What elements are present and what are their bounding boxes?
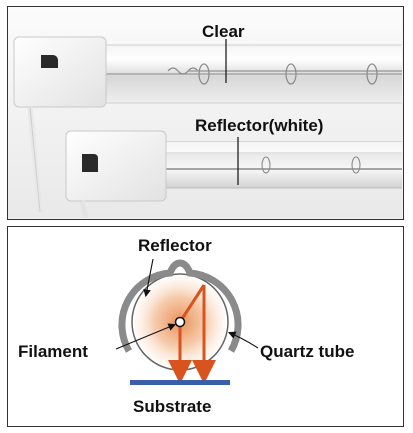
filament-label: Filament [18,342,88,361]
clear-lamp [13,36,402,213]
reflector-shape [118,259,242,353]
substrate-label: Substrate [133,397,211,416]
lamp-photo-panel: Clear Reflector(white) [7,6,404,220]
quartz-tube-label: Quartz tube [260,342,354,361]
quartz-tube-pointer [227,331,259,349]
reflector-white-label: Reflector(white) [195,116,323,135]
filament-pointer [115,323,177,350]
cross-section-panel: Reflector Filament Quartz tube Substrate [7,226,404,427]
lamp-photo: Clear Reflector(white) [8,7,402,218]
filament-shape [174,316,186,328]
cross-section-diagram: Reflector Filament Quartz tube Substrate [18,236,354,416]
clear-label: Clear [202,22,245,41]
reflector-white-lamp [65,130,402,218]
substrate-shape [130,380,230,385]
reflector-label: Reflector [138,236,212,255]
ray-to-reflector [178,284,206,323]
reflector-pointer [143,258,154,298]
